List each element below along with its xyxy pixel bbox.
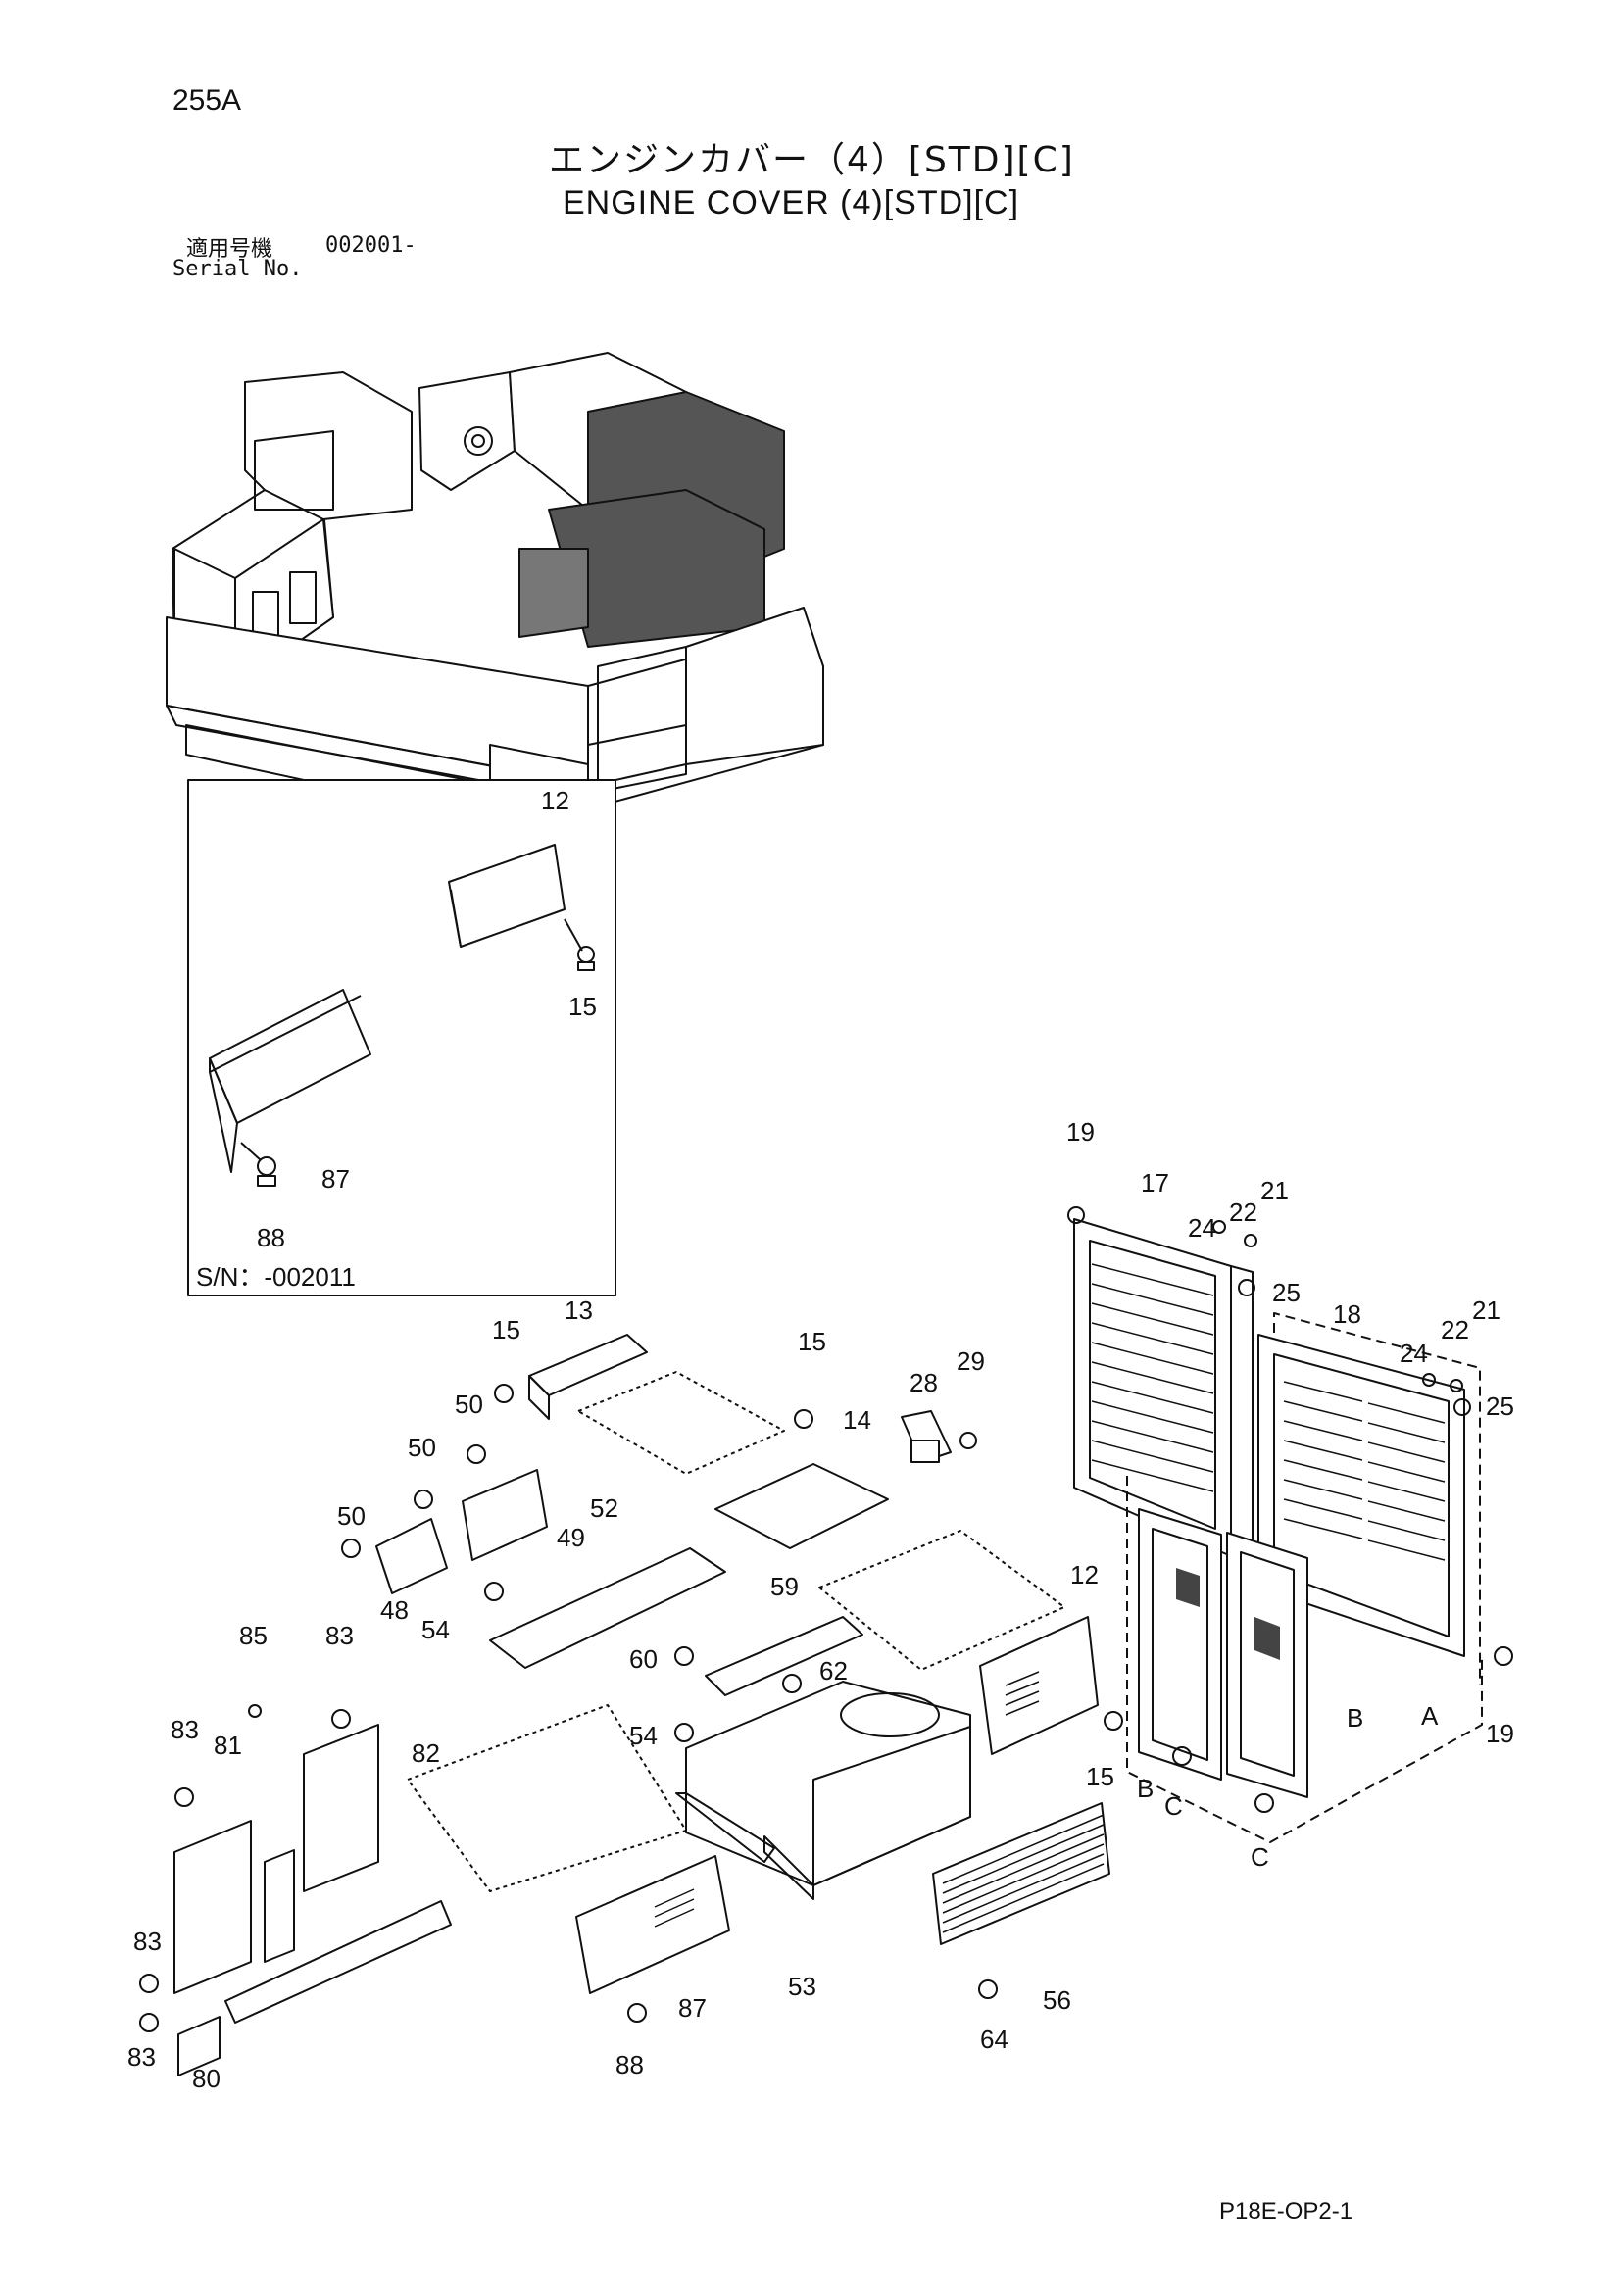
inset-panel [187,779,616,1296]
callout-label: A [1421,1701,1439,1731]
callout-label: 80 [192,2064,221,2093]
callout-label: 53 [788,1972,816,2001]
serial-value: 002001- [325,233,417,258]
callout-label: 19 [1486,1719,1514,1748]
callout-label: 83 [325,1621,354,1650]
callout-label: 81 [214,1731,242,1760]
callout-label: 21 [1472,1295,1500,1325]
side-panels-left [173,1724,452,2076]
callout-label: 60 [629,1644,658,1674]
callout-label: 88 [615,2050,644,2079]
door-frame-17 [1073,1218,1254,1565]
callout-label: 15 [798,1327,826,1356]
callout-label: C [1251,1842,1269,1872]
callout-label: 13 [565,1295,593,1325]
callout-label: 14 [843,1405,871,1435]
callout-label: 59 [770,1572,799,1601]
callout-label: 18 [1333,1299,1361,1329]
serial-label-english: Serial No. [172,257,303,281]
upper-panels [528,1334,952,1549]
callout-label: 25 [1272,1278,1301,1307]
callout-label: 85 [239,1621,268,1650]
bolt-icon [240,1142,276,1187]
title-english: ENGINE COVER (4)[STD][C] [563,184,1020,221]
callout-label: 22 [1441,1315,1469,1344]
callout-label: 25 [1486,1392,1514,1421]
callout-label: 54 [421,1615,450,1644]
callout-label: 12 [541,786,569,815]
callout-label: 15 [568,992,597,1021]
hood-53 [675,1681,971,1900]
bolt-icon [564,918,595,971]
callout-label: 54 [629,1721,658,1750]
page-number: 255A [172,84,242,117]
callout-label: 49 [557,1523,585,1552]
callout-label: 17 [1141,1168,1169,1197]
callout-label: C [1164,1791,1183,1821]
callout-label: 83 [171,1715,199,1744]
left-panels [375,1469,1065,1671]
callout-label: 28 [910,1368,938,1397]
filter-panels [1126,1476,1483,1843]
door-frame-18 [1257,1312,1481,1685]
callout-label: 24 [1400,1339,1428,1368]
callout-label: 62 [819,1656,848,1685]
callout-label: 22 [1229,1197,1257,1227]
callout-label: 19 [1066,1117,1095,1147]
callout-label: 83 [133,1927,162,1956]
callout-label: 50 [337,1501,366,1531]
callout-label: 64 [980,2025,1008,2054]
grille-56 [932,1802,1110,1945]
footer-code: P18E-OP2-1 [1219,2198,1353,2224]
mid-panels [705,1616,1099,1755]
callout-label: 50 [455,1390,483,1419]
callout-label: 87 [321,1164,350,1194]
callout-label: 48 [380,1595,409,1625]
callout-label: 15 [492,1315,520,1344]
callout-label: B [1347,1703,1363,1733]
callout-label: 24 [1188,1213,1216,1243]
callout-label: 52 [590,1493,618,1523]
panel-87-bottom [407,1704,730,1994]
callout-label: B [1137,1774,1154,1803]
callout-label: 21 [1260,1176,1289,1205]
callout-label: 87 [678,1993,707,2023]
callout-label: 29 [957,1346,985,1376]
callout-label: 82 [412,1738,440,1768]
machine-overview [166,352,824,834]
serial-label-japanese: 適用号機 [186,237,273,262]
callout-label: 50 [408,1433,436,1462]
bolt-icons [139,1206,1513,2032]
callout-labels: 12 15 87 88 S/N：-002011 19 17 24 22 21 2… [127,786,1514,2093]
callout-label: 12 [1070,1560,1099,1589]
callout-label: 56 [1043,1985,1071,2015]
title-japanese: エンジンカバー（4）[STD][C] [549,140,1075,180]
inset-sn-label: S/N：-002011 [196,1262,356,1292]
callout-label: 88 [257,1223,285,1252]
callout-label: 15 [1086,1762,1114,1791]
callout-label: 83 [127,2042,156,2072]
